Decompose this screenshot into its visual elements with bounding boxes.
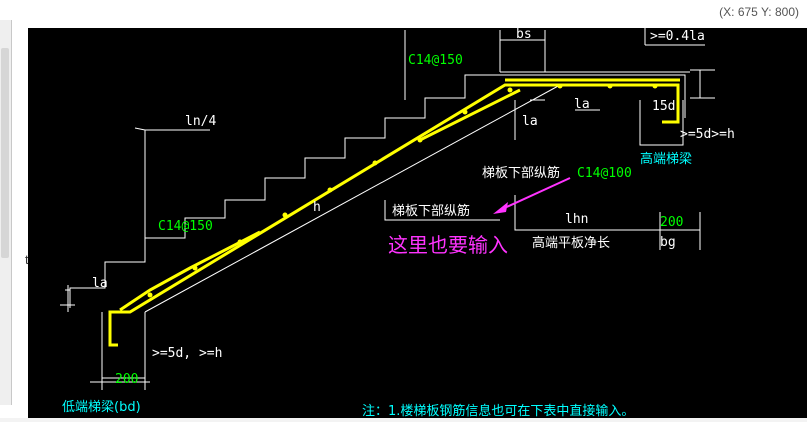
top-bar: (X: 675 Y: 800) xyxy=(0,0,807,28)
label-spec-longbar: C14@100 xyxy=(577,166,632,181)
label-hook-bottom: >=5d, >=h xyxy=(152,346,222,361)
label-hook-15d: 15d xyxy=(652,99,675,114)
label-spec-top: C14@150 xyxy=(408,53,463,68)
label-ln4: ln/4 xyxy=(185,114,216,129)
label-dim-200-left: 200 xyxy=(115,372,138,387)
label-top-anchor: >=0.4la xyxy=(650,29,705,44)
label-la-mid: la xyxy=(522,114,538,129)
label-lhn: lhn xyxy=(565,212,588,227)
label-spec-bottom: C14@150 xyxy=(158,219,213,234)
label-bg: bg xyxy=(660,235,676,250)
label-bs: bs xyxy=(516,28,532,42)
stair-steps-outline xyxy=(69,74,686,308)
annotation-arrowhead xyxy=(493,202,508,214)
slab-soffit-line xyxy=(144,84,561,313)
label-high-beam: 高端梯梁 xyxy=(640,151,692,167)
label-low-beam: 低端梯梁(bd) xyxy=(62,400,141,415)
bottom-strip xyxy=(0,418,807,422)
left-strip: t) xyxy=(0,0,33,422)
label-h: h xyxy=(313,200,321,215)
rebar xyxy=(108,78,680,347)
label-dim-200-right: 200 xyxy=(660,215,683,230)
label-platform: 高端平板净长 xyxy=(532,235,610,251)
coordinate-readout: (X: 675 Y: 800) xyxy=(719,5,799,19)
label-annotation: 这里也要输入 xyxy=(388,233,508,257)
label-note: 注：1.楼梯板钢筋信息也可在下表中直接输入。 xyxy=(362,403,634,418)
left-panel[interactable] xyxy=(0,20,12,405)
label-hook-top: >=5d>=h xyxy=(680,127,735,142)
stair-rebar-diagram: bs >=0.4la ln/4 C14@150 C14@150 C14@100 … xyxy=(28,28,807,418)
label-la-bottom: la xyxy=(92,276,108,291)
scrollbar-thumb[interactable] xyxy=(1,48,9,258)
label-bottom-bar-left: 梯板下部纵筋 xyxy=(392,203,470,219)
rebar-dots xyxy=(147,83,658,298)
label-bottom-bar-right: 梯板下部纵筋 xyxy=(482,165,560,181)
high-beam-outline xyxy=(639,100,684,146)
label-la-top: la xyxy=(574,97,590,112)
dimension-lines xyxy=(60,28,715,390)
low-beam-outline xyxy=(101,312,146,379)
annotation-arrow xyxy=(499,177,571,211)
